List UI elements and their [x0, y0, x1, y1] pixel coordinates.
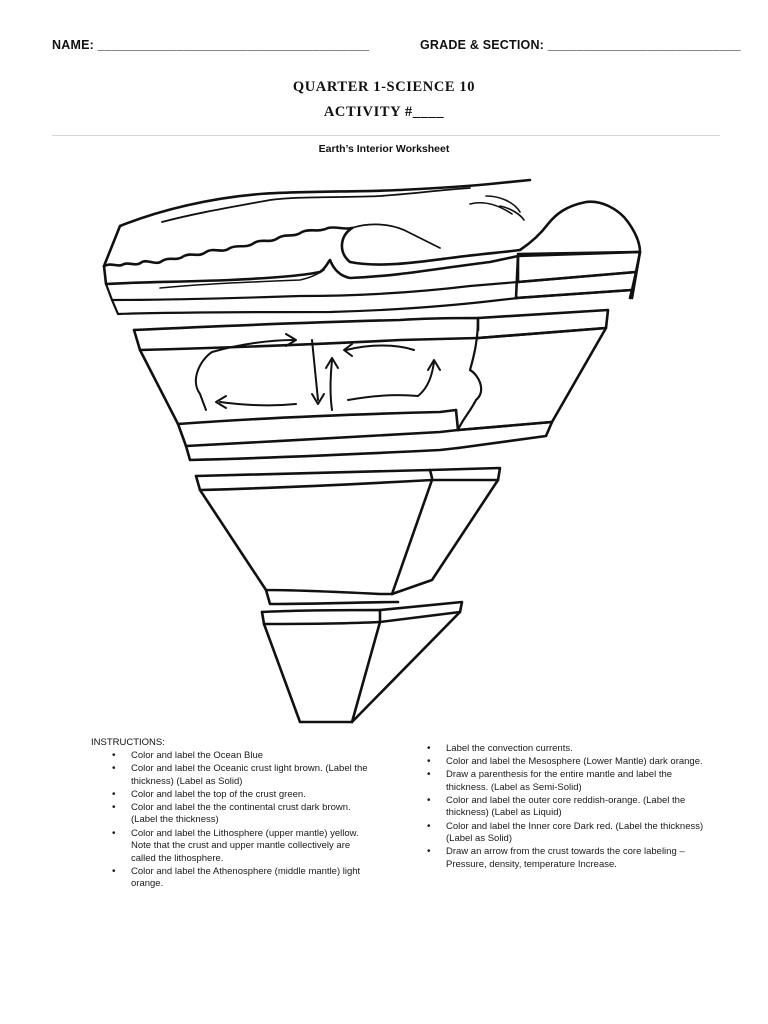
- grade-section-field: GRADE & SECTION: _______________________…: [420, 38, 741, 52]
- list-item: Color and label the Oceanic crust light …: [112, 763, 377, 788]
- list-item: Color and label the Ocean Blue: [112, 750, 377, 763]
- instructions-list-left: Color and label the Ocean Blue Color and…: [112, 750, 377, 892]
- instructions-list-right: Label the convection currents. Color and…: [427, 743, 710, 872]
- list-item: Color and label the the continental crus…: [112, 802, 377, 827]
- name-field: NAME: __________________________________…: [52, 38, 370, 52]
- list-item: Color and label the Mesosphere (Lower Ma…: [427, 756, 710, 769]
- convection-arrow: [345, 344, 415, 351]
- list-item: Color and label the Athenosphere (middle…: [112, 866, 377, 891]
- continent-outline: [340, 200, 642, 266]
- top-surface-back: [102, 178, 532, 268]
- worksheet-title: Earth’s Interior Worksheet: [318, 143, 450, 155]
- list-item: Color and label the Lithosphere (upper m…: [112, 828, 377, 866]
- list-item: Draw a parenthesis for the entire mantle…: [427, 769, 710, 794]
- quarter-title: QUARTER 1-SCIENCE 10: [292, 79, 476, 95]
- list-item: Draw an arrow from the crust towards the…: [427, 846, 710, 871]
- earth-interior-diagram: [102, 178, 642, 724]
- mesosphere-block: [194, 468, 434, 480]
- divider: [52, 135, 720, 136]
- list-item: Label the convection currents.: [427, 743, 710, 756]
- list-item: Color and label the Inner core Dark red.…: [427, 821, 710, 846]
- convection-arrow: [194, 339, 295, 395]
- instructions-heading: INSTRUCTIONS:: [91, 737, 165, 748]
- activity-title: ACTIVITY #____: [323, 104, 445, 120]
- outer-core-block: [260, 608, 382, 624]
- list-item: Color and label the top of the crust gre…: [112, 789, 377, 802]
- mantle-upper-layer: [132, 316, 480, 332]
- ocean-surface: [102, 226, 354, 268]
- list-item: Color and label the outer core reddish-o…: [427, 795, 710, 820]
